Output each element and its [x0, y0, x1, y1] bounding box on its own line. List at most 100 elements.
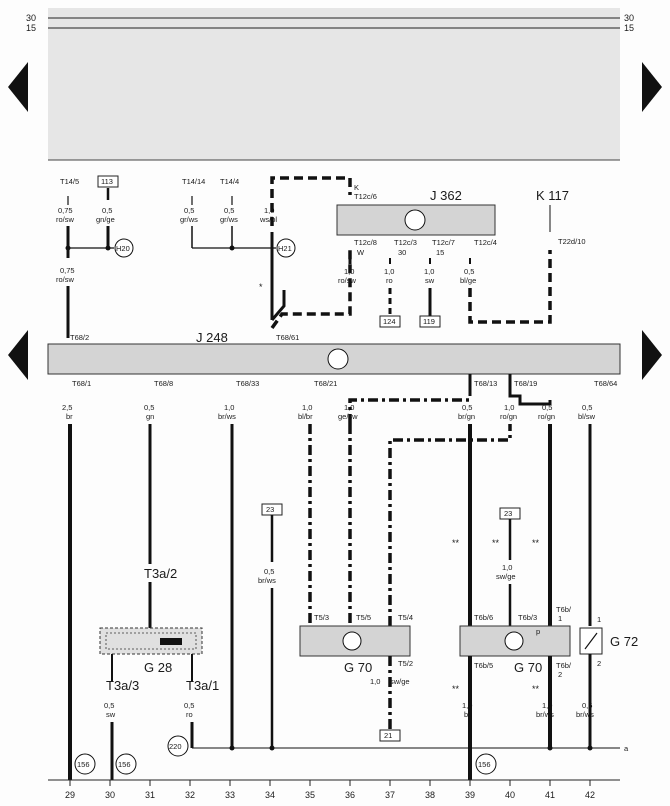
- pin-g72-2: 2: [597, 659, 601, 668]
- g72-symbol: [584, 632, 598, 650]
- wire-color-br-b: br: [464, 710, 471, 719]
- wire-color-grws-a: gr/ws: [180, 215, 198, 224]
- junction-bus-34: [269, 745, 275, 751]
- column-number: 29: [65, 790, 75, 800]
- wire-size-05-sw: 0,5: [104, 701, 114, 710]
- pin-t14-14: T14/14: [182, 177, 205, 186]
- column-number: 38: [425, 790, 435, 800]
- next-page-arrow-bottom[interactable]: [642, 330, 662, 380]
- column-number: 36: [345, 790, 355, 800]
- pin-t5-4: T5/4: [398, 613, 413, 622]
- node-220-label: 220: [169, 742, 182, 751]
- pin-g72-1: 1: [597, 615, 601, 624]
- top-fuse-area: [48, 8, 620, 160]
- wire-color-gesw: ge/sw: [338, 412, 358, 421]
- connector-t3a-1: T3a/1: [186, 678, 219, 693]
- rail-15-right-label: 15: [624, 23, 634, 33]
- wire-size-05-brws-b: 0,5: [264, 567, 274, 576]
- pin-t6b-2-num: 2: [558, 670, 562, 679]
- ref-box-113: [97, 175, 119, 188]
- wire-size-05-brgn: 0,5: [462, 403, 472, 412]
- wire-color-rosw-b: ro/sw: [56, 275, 75, 284]
- ground-156-a: [74, 753, 96, 775]
- j248-electronic-symbol: [327, 348, 349, 370]
- previous-page-arrow-top[interactable]: [8, 62, 28, 112]
- wire-color-swge-a: sw/ge: [496, 572, 516, 581]
- wire-blge-to-k117: [468, 250, 552, 324]
- wire-size-075-b: 0,75: [60, 266, 75, 275]
- connector-t3a-2: T3a/2: [144, 566, 177, 581]
- wire-color-blge: bl/ge: [460, 276, 476, 285]
- component-j362: J 362: [430, 188, 462, 203]
- junction-h20-left: [65, 245, 71, 251]
- g28-box[interactable]: [99, 627, 203, 655]
- ground-156-c: [475, 753, 497, 775]
- g28-inner: [105, 632, 197, 650]
- wire-color-swge-b: sw/ge: [390, 677, 410, 686]
- ref-box-21: [379, 729, 401, 742]
- wire-size-05-gn: 0,5: [144, 403, 154, 412]
- g70-b-electronic-symbol: [504, 631, 524, 651]
- rail-30-right-label: 30: [624, 13, 634, 23]
- component-j248: J 248: [196, 330, 228, 345]
- column-number: 41: [545, 790, 555, 800]
- wire-size-10-sw: 1,0: [424, 267, 434, 276]
- wire-size-05-blsw: 0,5: [582, 403, 592, 412]
- pin-t6b-1: T6b/: [556, 605, 572, 614]
- connector-t3a-3: T3a/3: [106, 678, 139, 693]
- pin-t68-64: T68/64: [594, 379, 617, 388]
- wire-color-gn: gn: [146, 412, 154, 421]
- wire-color-brws-d: br/ws: [576, 710, 594, 719]
- wire-color-br-a: br: [66, 412, 73, 421]
- wire-color-brws-c: br/ws: [536, 710, 554, 719]
- wire-size-10-wsbl: 1,0: [264, 206, 274, 215]
- wire-color-rogn-a: ro/gn: [500, 412, 517, 421]
- wire-color-brgn: br/gn: [458, 412, 475, 421]
- pin-t6b-3: T6b/3: [518, 613, 537, 622]
- pin-t12c-8: T12c/8: [354, 238, 377, 247]
- wire-color-wsbl: ws/bl: [259, 215, 277, 224]
- star-marker: *: [259, 282, 263, 292]
- ref-box-119: [419, 315, 441, 328]
- wire-color-grws-b: gr/ws: [220, 215, 238, 224]
- pin-t12c-3-30: 30: [398, 248, 406, 257]
- pin-t14-4: T14/4: [220, 177, 239, 186]
- pin-t22d-10: T22d/10: [558, 237, 586, 246]
- wire-col37-dashdot: [388, 424, 512, 626]
- wire-size-05-blge: 0,5: [464, 267, 474, 276]
- next-page-arrow-top[interactable]: [642, 62, 662, 112]
- ref-box-119-label: 119: [423, 317, 435, 326]
- ref-box-23-a-label: 23: [266, 505, 274, 514]
- component-g72: G 72: [610, 634, 638, 649]
- ref-box-113-label: 113: [101, 177, 113, 186]
- wire-color-rogn-b: ro/gn: [538, 412, 555, 421]
- previous-page-arrow-bottom[interactable]: [8, 330, 28, 380]
- ground-156-b-label: 156: [118, 760, 131, 769]
- double-star-e: **: [532, 684, 540, 694]
- pin-t12c-7-15: 15: [436, 248, 444, 257]
- pin-t5-5: T5/5: [356, 613, 371, 622]
- wire-size-05-brws-d: 0,5: [582, 701, 592, 710]
- wire-gesw-upper: [348, 398, 470, 424]
- ground-156-b: [115, 753, 137, 775]
- wire-color-blbr: bl/br: [298, 412, 313, 421]
- wire-color-brws-a: br/ws: [218, 412, 236, 421]
- wire-size-25-br: 2,5: [62, 403, 72, 412]
- j362-electronic-symbol: [404, 209, 426, 231]
- wire-color-rosw-c: ro/sw: [338, 276, 357, 285]
- node-220: [167, 735, 189, 757]
- node-h21: [276, 238, 296, 258]
- pin-t6b-1-num: 1: [558, 614, 562, 623]
- pin-t5-2: T5/2: [398, 659, 413, 668]
- wire-size-05-ro: 0,5: [184, 701, 194, 710]
- junction-bus-33: [229, 745, 235, 751]
- pin-t68-1: T68/1: [72, 379, 91, 388]
- column-number: 35: [305, 790, 315, 800]
- junction-bus-42: [587, 745, 593, 751]
- pin-p: p: [536, 627, 540, 636]
- component-g28: G 28: [144, 660, 172, 675]
- pin-t68-19: T68/19: [514, 379, 537, 388]
- wire-size-10-ro: 1,0: [384, 267, 394, 276]
- pin-t12c-4: T12c/4: [474, 238, 497, 247]
